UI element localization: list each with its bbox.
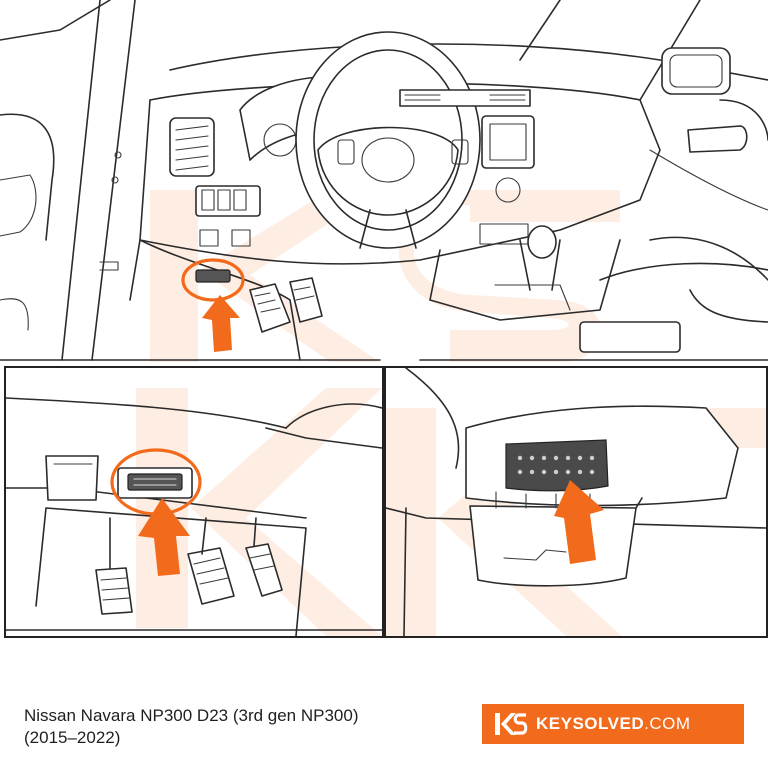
caption-production-years: (2015–2022) bbox=[24, 728, 121, 747]
brand-badge: KEYSOLVED.COM bbox=[482, 704, 744, 744]
obd-port-small bbox=[181, 258, 245, 302]
obd-port-location-closeup-panel bbox=[4, 366, 384, 638]
brand-name: KEYSOLVED bbox=[536, 714, 645, 733]
obd-port-cover-open-panel bbox=[384, 366, 768, 638]
knee-panel-illustration bbox=[6, 388, 382, 636]
dashboard-overview-panel bbox=[0, 0, 768, 362]
steering-wheel bbox=[295, 31, 481, 249]
obd-connector bbox=[505, 439, 609, 492]
arrow-pointer-icon bbox=[554, 480, 604, 564]
caption-vehicle-model: Nissan Navara NP300 D23 (3rd gen NP300) bbox=[24, 706, 359, 725]
ks-logo-icon bbox=[495, 713, 528, 735]
switch-bank bbox=[195, 185, 261, 247]
arrow-pointer-icon bbox=[202, 295, 240, 352]
brand-domain-suffix: .COM bbox=[644, 714, 691, 733]
vehicle-caption: Nissan Navara NP300 D23 (3rd gen NP300) … bbox=[24, 705, 454, 749]
dashboard-illustration bbox=[0, 0, 768, 362]
obd-port-detail-illustration bbox=[386, 368, 766, 636]
arrow-pointer-icon bbox=[138, 498, 190, 576]
